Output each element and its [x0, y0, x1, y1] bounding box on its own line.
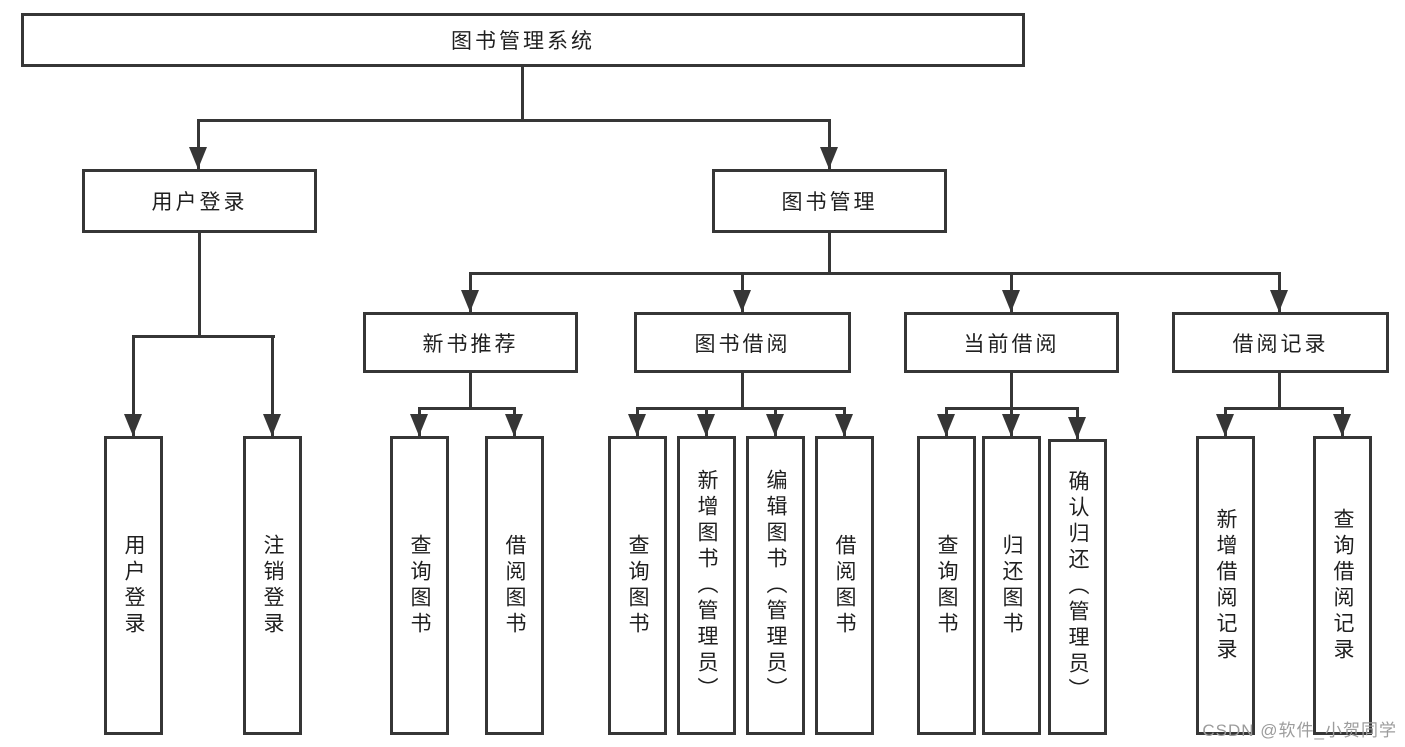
connector-hline	[636, 407, 845, 410]
arrow-down-icon	[1270, 290, 1288, 312]
arrow-down-icon	[820, 147, 838, 169]
leaf-label: 确认归还（管理员）	[1066, 470, 1089, 704]
arrow-down-icon	[263, 414, 281, 436]
leaf-label: 新增图书（管理员）	[695, 468, 718, 703]
connector-vline	[521, 67, 524, 119]
node-label: 图书借阅	[694, 332, 791, 356]
arrow-down-icon	[124, 414, 142, 436]
connector-hline	[132, 335, 275, 338]
connector-hline	[1224, 407, 1344, 410]
leaf-add-borrow-record: 新增借阅记录	[1196, 436, 1255, 735]
arrow-down-icon	[628, 414, 646, 436]
connector-hline	[418, 407, 516, 410]
leaf-add-book-admin: 新增图书（管理员）	[677, 436, 736, 735]
connector-vline	[198, 233, 201, 335]
node-user-login: 用户登录	[82, 169, 317, 233]
node-new-book-recommendation: 新书推荐	[363, 312, 578, 373]
arrow-down-icon	[835, 414, 853, 436]
leaf-label: 借阅图书	[503, 533, 526, 638]
leaf-user-login: 用户登录	[104, 436, 163, 735]
connector-hline	[197, 119, 831, 122]
arrow-down-icon	[1216, 414, 1234, 436]
node-book-borrowing: 图书借阅	[634, 312, 851, 373]
leaf-query-books-current: 查询图书	[917, 436, 976, 735]
leaf-borrow-books-recommend: 借阅图书	[485, 436, 544, 735]
leaf-label: 归还图书	[1000, 533, 1023, 638]
arrow-down-icon	[410, 414, 428, 436]
connector-hline	[469, 272, 1281, 275]
leaf-edit-book-admin: 编辑图书（管理员）	[746, 436, 805, 735]
connector-vline	[1010, 373, 1013, 407]
leaf-borrow-books-borrowing: 借阅图书	[815, 436, 874, 735]
csdn-watermark: CSDN @软件_小贺同学	[1202, 721, 1397, 740]
leaf-label: 新增借阅记录	[1214, 507, 1237, 664]
arrow-down-icon	[733, 290, 751, 312]
leaf-query-books-recommend: 查询图书	[390, 436, 449, 735]
leaf-label: 查询图书	[626, 533, 649, 638]
arrow-down-icon	[766, 414, 784, 436]
node-library-management-system: 图书管理系统	[21, 13, 1025, 67]
connector-vline	[828, 119, 831, 169]
node-label: 当前借阅	[963, 332, 1060, 356]
connector-vline	[197, 119, 200, 169]
arrow-down-icon	[505, 414, 523, 436]
leaf-label: 编辑图书（管理员）	[764, 468, 787, 703]
node-label: 新书推荐	[422, 332, 519, 356]
leaf-return-book: 归还图书	[982, 436, 1041, 735]
arrow-down-icon	[937, 414, 955, 436]
node-label: 图书管理	[781, 191, 878, 214]
node-book-management: 图书管理	[712, 169, 947, 233]
node-label: 图书管理系统	[451, 30, 595, 53]
arrow-down-icon	[1002, 414, 1020, 436]
node-label: 用户登录	[151, 191, 248, 214]
connector-vline	[132, 335, 135, 436]
leaf-label: 查询借阅记录	[1331, 507, 1354, 664]
arrow-down-icon	[697, 414, 715, 436]
arrow-down-icon	[189, 147, 207, 169]
connector-vline	[1278, 373, 1281, 407]
leaf-query-books-borrowing: 查询图书	[608, 436, 667, 735]
connector-vline	[271, 335, 274, 436]
arrow-down-icon	[1333, 414, 1351, 436]
leaf-label: 查询图书	[408, 533, 431, 638]
connector-vline	[469, 373, 472, 407]
leaf-label: 查询图书	[935, 533, 958, 638]
leaf-label: 注销登录	[261, 533, 284, 638]
node-label: 借阅记录	[1232, 332, 1329, 356]
arrow-down-icon	[1068, 417, 1086, 439]
leaf-query-borrow-record: 查询借阅记录	[1313, 436, 1372, 735]
leaf-label: 借阅图书	[833, 533, 856, 638]
leaf-label: 用户登录	[122, 533, 145, 638]
node-current-borrowing: 当前借阅	[904, 312, 1119, 373]
leaf-confirm-return-admin: 确认归还（管理员）	[1048, 439, 1107, 735]
arrow-down-icon	[1002, 290, 1020, 312]
arrow-down-icon	[461, 290, 479, 312]
connector-vline	[828, 233, 831, 272]
leaf-logout: 注销登录	[243, 436, 302, 735]
connector-vline	[741, 373, 744, 407]
node-borrowing-records: 借阅记录	[1172, 312, 1389, 373]
